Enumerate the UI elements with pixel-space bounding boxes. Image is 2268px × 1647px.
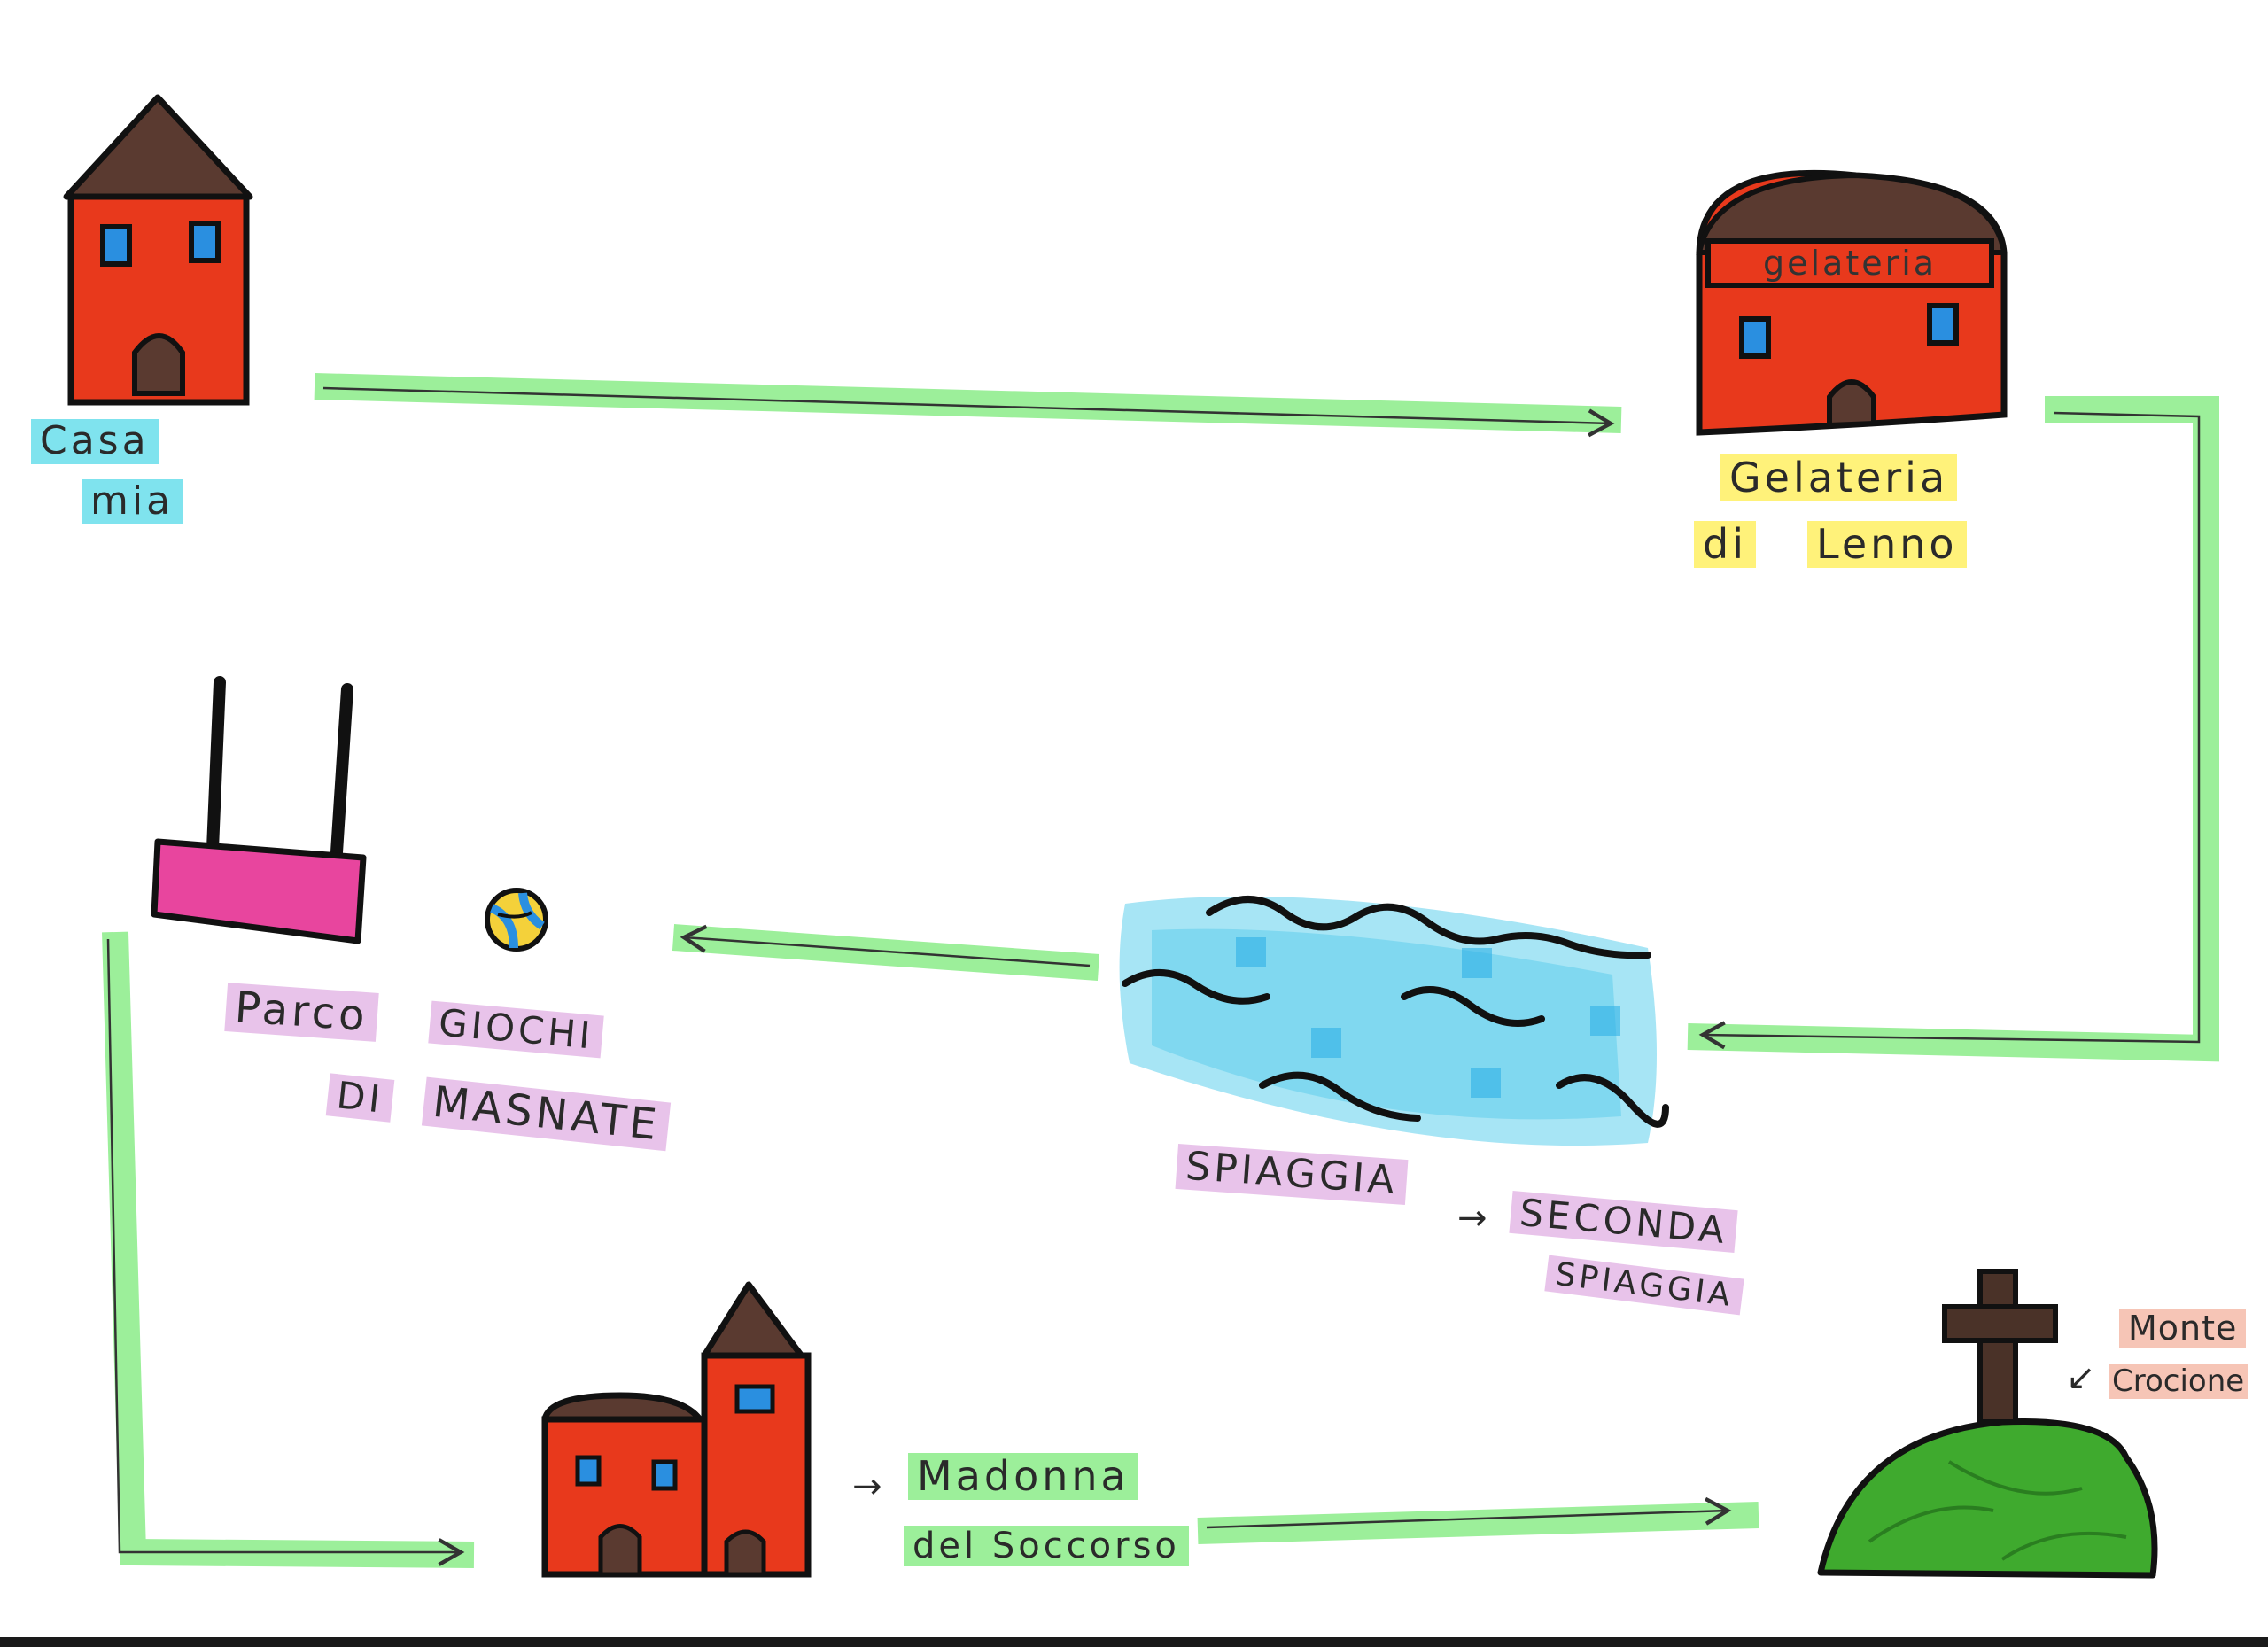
route-segment-beach-to-playground [672, 924, 1100, 981]
water-waves-icon [1119, 896, 1669, 1146]
label-gelateria-line2-di: di [1694, 521, 1756, 568]
label-gelateria-line1: Gelateria [1720, 454, 1958, 501]
house-icon [63, 94, 253, 406]
gelateria-sign: gelateria [1763, 244, 1937, 283]
label-church-line1: Madonna [908, 1453, 1138, 1500]
label-home-line2: mia [82, 478, 183, 524]
scan-edge-bar [0, 1637, 2268, 1647]
hill-cross-icon [1817, 1269, 2158, 1579]
label-gelateria-line2-lenno: Lenno [1807, 521, 1967, 568]
route-segment-gelateria-to-beach [1687, 396, 2219, 1062]
label-mountain-line2: Crocione [2109, 1363, 2249, 1400]
label-playground-di: DI [325, 1073, 395, 1123]
route-segment-home-to-gelateria [314, 373, 1622, 438]
route-segment-church-to-mountain [1197, 1496, 1759, 1544]
label-playground-parco: Parco [224, 983, 379, 1043]
label-home-line1: Casa [31, 418, 159, 464]
label-church-line2: del Soccorso [904, 1526, 1189, 1566]
ice-cream-shop-icon [1696, 169, 2008, 436]
label-church-arrow: → [852, 1466, 886, 1507]
ball-icon [485, 888, 548, 952]
label-mountain-line1: Monte [2119, 1309, 2247, 1348]
swing-icon [151, 676, 367, 944]
label-beach-arrow: → [1457, 1198, 1491, 1239]
label-mountain-arrow: ↙ [2066, 1357, 2100, 1398]
church-icon [541, 1281, 812, 1578]
route-segment-playground-to-church [102, 931, 475, 1568]
